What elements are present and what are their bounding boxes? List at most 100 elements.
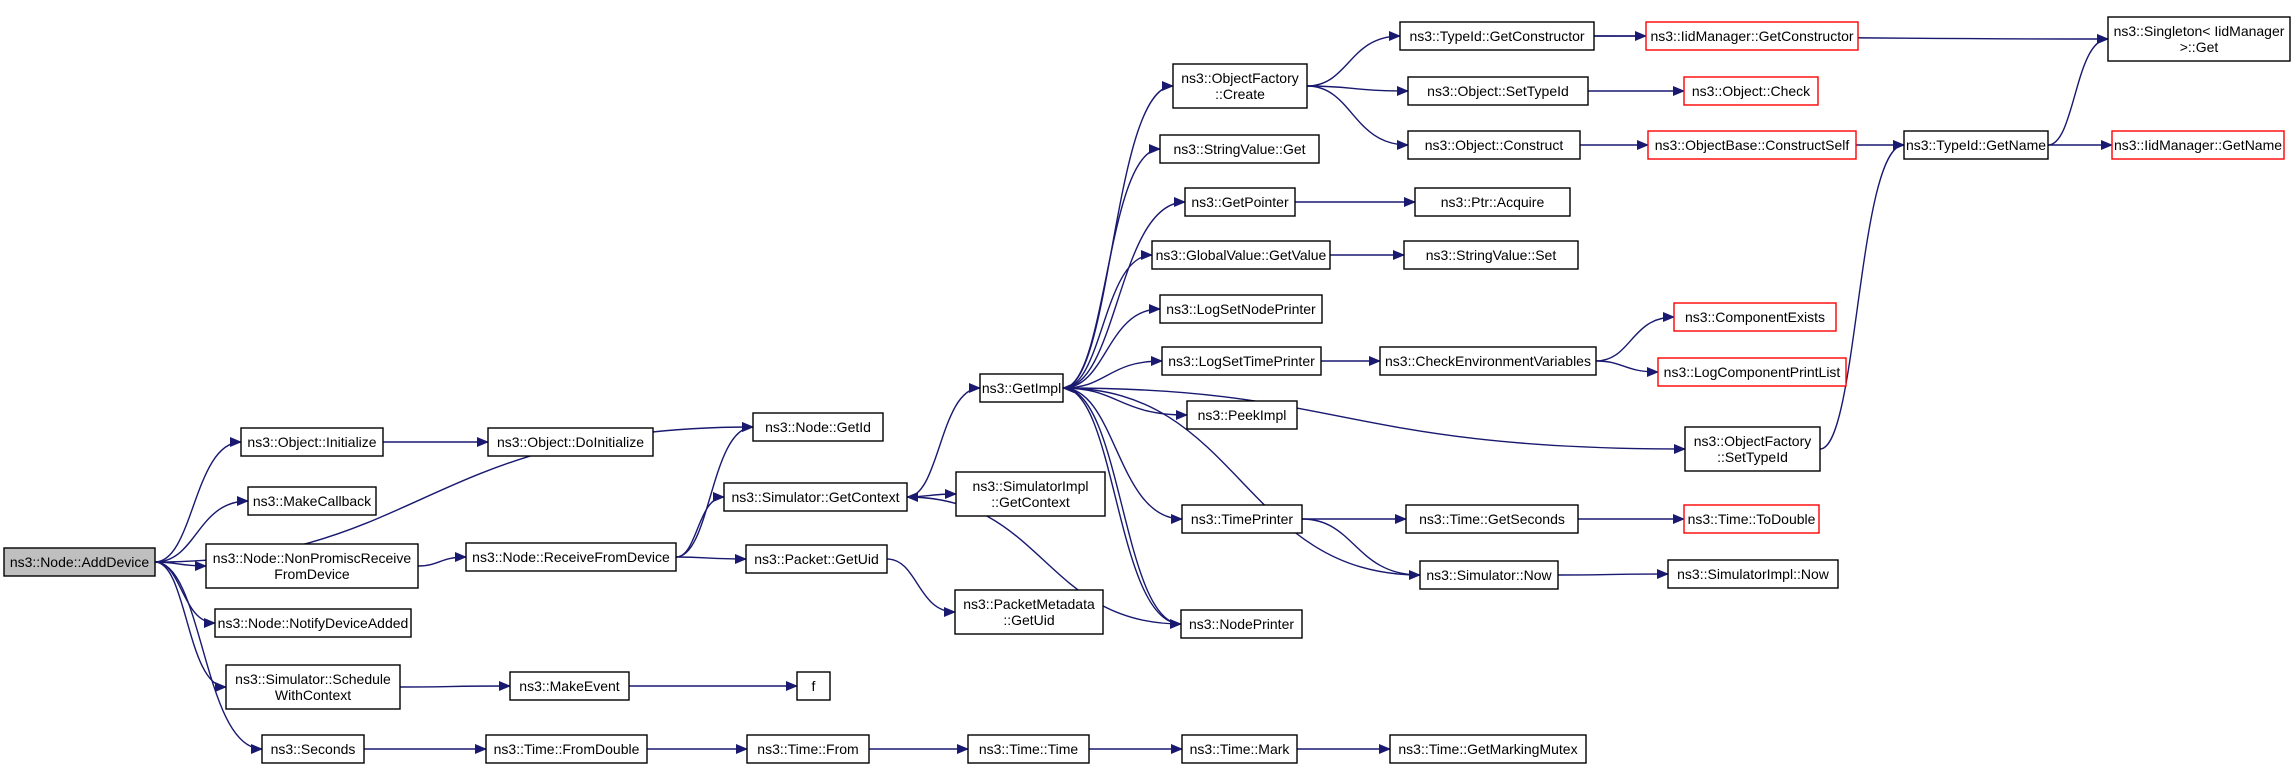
node-iidgetconstructor[interactable]: ns3::IidManager::GetConstructor [1645, 21, 1859, 51]
node-makeevent[interactable]: ns3::MakeEvent [509, 671, 630, 701]
node-doinitialize[interactable]: ns3::Object::DoInitialize [487, 427, 654, 457]
edge-simnow-to-implnow [1557, 569, 1669, 580]
node-constructself[interactable]: ns3::ObjectBase::ConstructSelf [1647, 130, 1857, 160]
edge-nonpromisc-to-receivefromdevice [417, 552, 467, 567]
node-tidgetname[interactable]: ns3::TypeId::GetName [1903, 130, 2049, 160]
node-getmarkingmutex[interactable]: ns3::Time::GetMarkingMutex [1389, 734, 1587, 764]
node-construct[interactable]: ns3::Object::Construct [1407, 130, 1581, 160]
node-box [2111, 130, 2285, 160]
node-box [1405, 504, 1579, 534]
node-getid[interactable]: ns3::Node::GetId [752, 412, 884, 442]
edge-receivefromdevice-to-getcontext [675, 492, 725, 558]
node-label: ns3::GetImpl [982, 380, 1061, 396]
node-label: ns3::Node::NonPromiscReceive [213, 550, 412, 566]
node-box [1159, 294, 1323, 324]
node-initialize[interactable]: ns3::Object::Initialize [240, 427, 384, 457]
node-box [1389, 734, 1587, 764]
node-metadatagetuid[interactable]: ns3::PacketMetadata::GetUid [954, 589, 1104, 635]
node-peekimpl[interactable]: ns3::PeekImpl [1186, 400, 1298, 430]
edge-adddevice-to-seconds [154, 561, 263, 754]
node-ofcreate[interactable]: ns3::ObjectFactory::Create [1172, 63, 1308, 109]
node-label: ns3::MakeEvent [519, 678, 619, 694]
node-notifydeviceadded[interactable]: ns3::Node::NotifyDeviceAdded [214, 608, 412, 638]
node-label: ns3::Time::ToDouble [1688, 511, 1816, 527]
node-iidgetname[interactable]: ns3::IidManager::GetName [2111, 130, 2285, 160]
node-globalvalue[interactable]: ns3::GlobalValue::GetValue [1151, 240, 1331, 270]
node-ofsettypeid[interactable]: ns3::ObjectFactory::SetTypeId [1684, 426, 1821, 472]
node-tidgetconstructor[interactable]: ns3::TypeId::GetConstructor [1399, 21, 1595, 51]
node-stringvalueget[interactable]: ns3::StringValue::Get [1159, 134, 1320, 164]
node-makecallback[interactable]: ns3::MakeCallback [247, 486, 377, 516]
node-box [1657, 357, 1847, 387]
edge-timeprinter-to-simnow [1301, 518, 1421, 580]
node-nodeprinter[interactable]: ns3::NodePrinter [1180, 609, 1303, 639]
node-timeprinter[interactable]: ns3::TimePrinter [1181, 504, 1303, 534]
node-box [205, 543, 419, 589]
node-stringvalueset[interactable]: ns3::StringValue::Set [1403, 240, 1579, 270]
node-label: ns3::Packet::GetUid [754, 551, 879, 567]
node-getpointer[interactable]: ns3::GetPointer [1184, 187, 1296, 217]
node-implnow[interactable]: ns3::SimulatorImpl::Now [1667, 559, 1839, 589]
node-todouble[interactable]: ns3::Time::ToDouble [1683, 504, 1820, 534]
node-checkenv[interactable]: ns3::CheckEnvironmentVariables [1379, 346, 1597, 376]
node-adddevice[interactable]: ns3::Node::AddDevice [3, 547, 156, 577]
node-label: ns3::PacketMetadata [963, 596, 1095, 612]
node-box [745, 544, 888, 574]
node-box [240, 427, 384, 457]
node-box [1151, 240, 1331, 270]
node-ptracquire[interactable]: ns3::Ptr::Acquire [1414, 187, 1571, 217]
node-label: ns3::Node::NotifyDeviceAdded [218, 615, 409, 631]
node-box [1667, 559, 1839, 589]
node-label: ns3::ObjectFactory [1181, 70, 1299, 86]
node-receivefromdevice[interactable]: ns3::Node::ReceiveFromDevice [465, 542, 677, 572]
edge-receivefromdevice-to-packetgetuid [675, 553, 747, 564]
node-label: ns3::Singleton< IidManager [2114, 23, 2285, 39]
node-logcomponentprint[interactable]: ns3::LogComponentPrintList [1657, 357, 1847, 387]
node-f[interactable]: f [796, 671, 831, 701]
node-getseconds[interactable]: ns3::Time::GetSeconds [1405, 504, 1579, 534]
node-packetgetuid[interactable]: ns3::Packet::GetUid [745, 544, 888, 574]
node-fromdouble[interactable]: ns3::Time::FromDouble [485, 734, 648, 764]
node-label: ns3::Simulator::GetContext [731, 489, 899, 505]
node-implgetcontext[interactable]: ns3::SimulatorImpl::GetContext [955, 471, 1106, 517]
node-time[interactable]: ns3::Time::Time [967, 734, 1090, 764]
edge-getimpl-to-globalvalue [1062, 250, 1153, 389]
node-getcontext[interactable]: ns3::Simulator::GetContext [723, 482, 908, 512]
node-simnow[interactable]: ns3::Simulator::Now [1419, 560, 1559, 590]
node-label: ns3::SimulatorImpl::Now [1677, 566, 1830, 582]
node-box [967, 734, 1090, 764]
node-seconds[interactable]: ns3::Seconds [261, 734, 365, 764]
node-singleton[interactable]: ns3::Singleton< IidManager >::Get [2107, 16, 2291, 62]
node-box [2107, 16, 2291, 62]
node-box [487, 427, 654, 457]
node-box [752, 412, 884, 442]
edge-getimpl-to-getpointer [1062, 197, 1186, 389]
node-label: ::Create [1215, 86, 1265, 102]
node-logsettime[interactable]: ns3::LogSetTimePrinter [1161, 346, 1322, 376]
node-label: WithContext [275, 687, 351, 703]
node-getimpl[interactable]: ns3::GetImpl [979, 373, 1064, 403]
edge-nodeprinter-to-getimpl [1062, 383, 1182, 625]
node-label: ns3::StringValue::Get [1173, 141, 1305, 157]
node-label: ns3::LogComponentPrintList [1664, 364, 1841, 380]
node-box [485, 734, 648, 764]
node-box [1647, 130, 1857, 160]
node-box [1683, 76, 1819, 106]
node-mark[interactable]: ns3::Time::Mark [1181, 734, 1298, 764]
node-settypeid[interactable]: ns3::Object::SetTypeId [1407, 76, 1589, 106]
node-logsetnode[interactable]: ns3::LogSetNodePrinter [1159, 294, 1323, 324]
node-box [1172, 63, 1308, 109]
node-box [1181, 504, 1303, 534]
node-box [954, 589, 1104, 635]
edge-getimpl-to-stringvalueget [1062, 144, 1161, 389]
node-box [723, 482, 908, 512]
edge-ofcreate-to-construct [1306, 85, 1409, 150]
node-label: ns3::Time::FromDouble [494, 741, 640, 757]
node-label: ns3::Node::ReceiveFromDevice [472, 549, 670, 565]
node-objectcheck[interactable]: ns3::Object::Check [1683, 76, 1819, 106]
node-componentexists[interactable]: ns3::ComponentExists [1673, 302, 1837, 332]
node-from[interactable]: ns3::Time::From [746, 734, 870, 764]
edge-adddevice-to-makecallback [154, 496, 249, 563]
